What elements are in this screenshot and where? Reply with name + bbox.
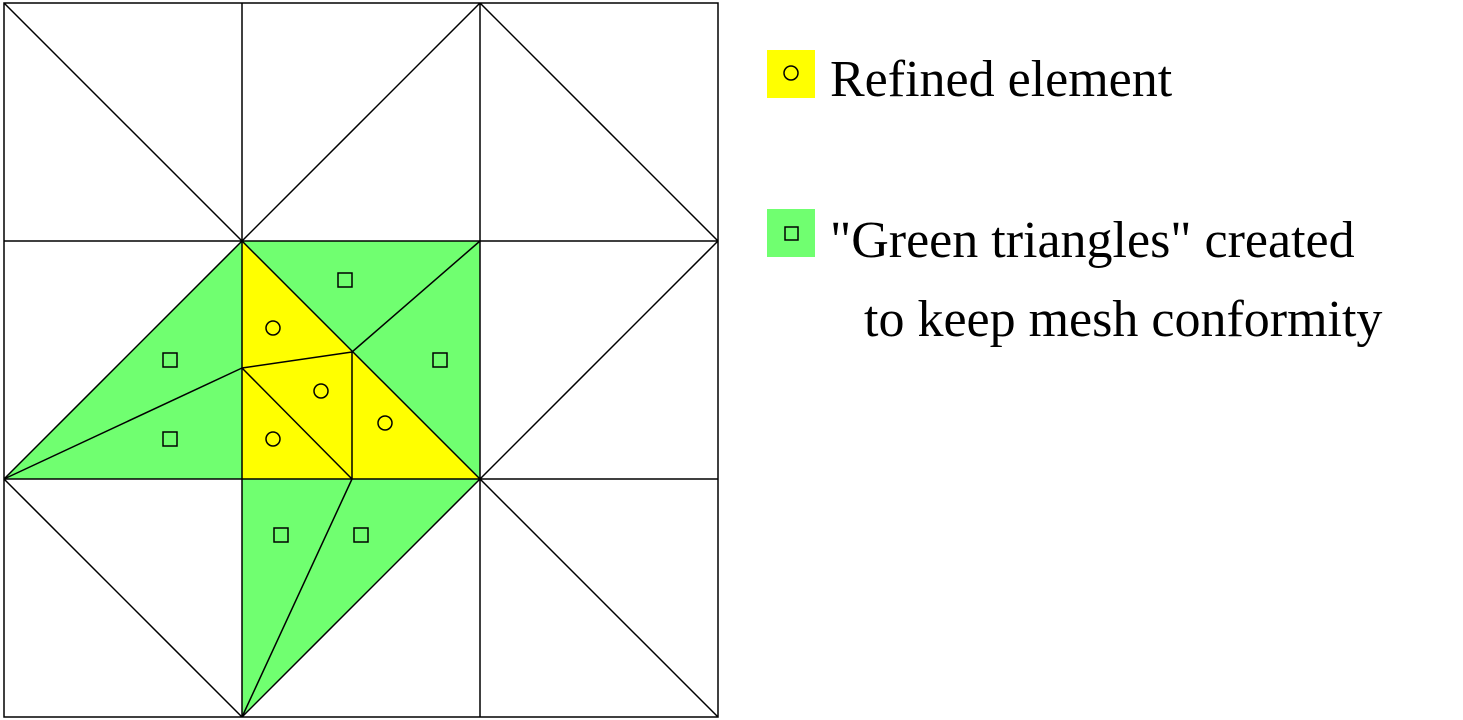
diagonal-bottom-left [3,478,243,718]
diagonal-center [241,240,481,480]
legend-item-green: "Green triangles" created to keep mesh c… [767,209,1382,348]
legend-item-refined: Refined element [767,50,1173,108]
green-triangle-top [242,241,480,352]
square-marker [353,527,369,543]
diagonal-bottom-center [241,478,481,718]
circle-marker [265,320,281,336]
diagonal-bottom-right [479,478,719,718]
diagonal-top-right [479,2,719,242]
refined-triangle-top [242,241,352,368]
legend-square-icon [784,226,799,241]
legend-swatch-green [767,209,815,257]
refined-triangle-center [242,352,352,479]
legend-label-refined: Refined element [830,51,1173,108]
diagonal-top-center [241,2,481,242]
circle-marker [313,383,329,399]
legend-label-green-line1: "Green triangles" created [830,212,1355,269]
circle-marker [265,431,281,447]
diagonal-top-left [3,2,243,242]
green-markers [162,272,448,543]
square-marker [337,272,353,288]
refine-line-4 [3,367,243,480]
legend-circle-icon [783,65,799,81]
square-marker [432,352,448,368]
green-triangle-right [352,241,480,479]
diagonal-left-middle [3,240,243,480]
refined-markers [265,320,393,447]
mesh-border [3,2,719,718]
refine-line-3 [241,367,353,480]
mesh-lines [3,2,719,718]
circle-marker [377,415,393,431]
square-marker [273,527,289,543]
square-marker [162,431,178,447]
diagonal-center-top-right [351,240,481,353]
legend-swatch-refined [767,50,815,98]
refine-line-1 [241,351,353,369]
diagonal-right-middle [479,240,719,480]
square-marker [162,352,178,368]
legend: Refined element "Green triangles" create… [767,50,1382,348]
legend-label-green-line2: to keep mesh conformity [864,291,1382,348]
refine-line-5 [241,478,353,718]
